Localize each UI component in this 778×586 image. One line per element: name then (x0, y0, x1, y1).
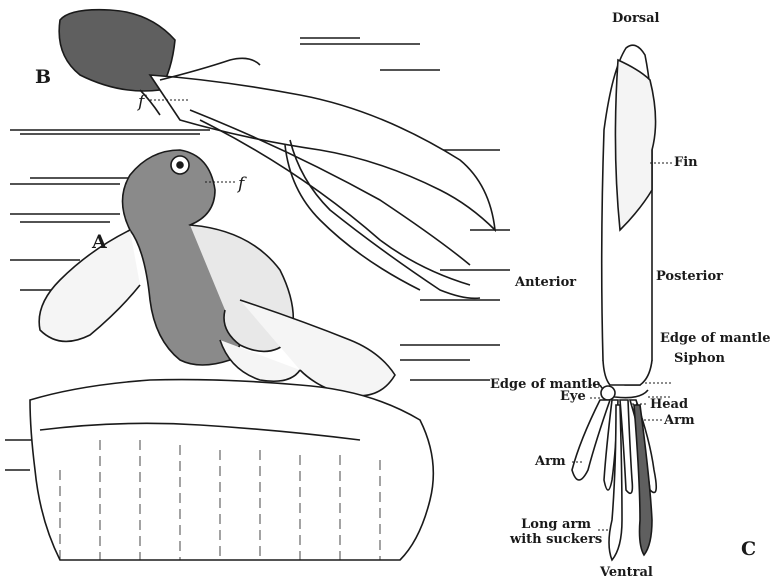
squid-c (572, 45, 656, 560)
rock (30, 380, 433, 560)
label-dorsal: Dorsal (612, 12, 659, 25)
panel-label-c: C (741, 540, 756, 559)
funnel-label-a: f (238, 176, 244, 193)
label-long-arm-line2: with suckers (510, 533, 602, 548)
label-head: Head (650, 398, 688, 411)
label-long-arm-line1: Long arm (510, 518, 602, 533)
label-ventral: Ventral (600, 566, 653, 579)
label-edge-of-mantle-right: Edge of mantle (660, 332, 771, 345)
panel-label-b: B (35, 68, 51, 87)
label-fin: Fin (674, 156, 698, 169)
label-eye: Eye (560, 390, 586, 403)
label-arm-left: Arm (535, 455, 566, 468)
label-posterior: Posterior (656, 270, 723, 283)
label-anterior: Anterior (515, 276, 576, 289)
label-long-arm: Long arm with suckers (510, 518, 602, 548)
octopus-a (39, 150, 395, 396)
panel-label-a: A (92, 233, 107, 252)
label-arm-right: Arm (664, 414, 695, 427)
label-siphon: Siphon (674, 352, 725, 365)
funnel-label-b: f (138, 94, 144, 111)
